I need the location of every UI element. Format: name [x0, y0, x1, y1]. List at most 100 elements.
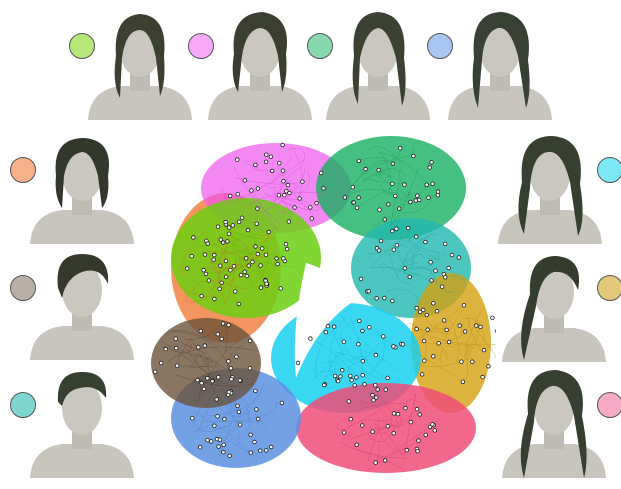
graph-node: [203, 344, 207, 348]
graph-node: [283, 193, 287, 197]
graph-node: [435, 310, 439, 314]
hair-bust-2: [200, 8, 320, 131]
graph-node: [248, 339, 252, 343]
graph-node: [250, 189, 254, 193]
graph-node: [269, 445, 273, 449]
graph-node: [212, 258, 216, 262]
graph-node: [229, 367, 233, 371]
graph-node: [310, 217, 314, 221]
graph-node: [405, 448, 409, 452]
graph-node: [368, 326, 372, 330]
graph-node: [185, 267, 189, 271]
graph-node: [463, 330, 467, 334]
graph-node: [191, 416, 195, 420]
graph-node: [229, 268, 233, 272]
graph-node: [228, 194, 232, 198]
graph-node: [349, 374, 353, 378]
graph-node: [237, 302, 241, 306]
graph-node: [286, 183, 290, 187]
graph-node: [223, 417, 227, 421]
graph-node: [445, 328, 449, 332]
graph-node: [429, 260, 433, 264]
graph-node: [436, 190, 440, 194]
graph-node: [433, 429, 437, 433]
graph-node: [363, 383, 367, 387]
graph-node: [276, 262, 280, 266]
graph-node: [293, 206, 297, 210]
graph-node: [253, 440, 257, 444]
graph-node: [282, 257, 286, 261]
graph-node: [378, 208, 382, 212]
graph-node: [281, 169, 285, 173]
graph-node: [197, 346, 201, 350]
graph-node: [249, 433, 253, 437]
graph-node: [408, 275, 412, 279]
graph-node: [357, 342, 361, 346]
graph-node: [220, 281, 224, 285]
hair-bust-8: [490, 132, 610, 255]
graph-node: [202, 268, 206, 272]
graph-node: [322, 187, 326, 191]
graph-node: [447, 340, 451, 344]
graph-node: [339, 375, 343, 379]
graph-node: [198, 445, 202, 449]
graph-node: [209, 440, 213, 444]
graph-node: [243, 179, 247, 183]
graph-node: [204, 272, 208, 276]
graph-node: [428, 166, 432, 170]
graph-node: [417, 439, 421, 443]
graph-node: [217, 375, 221, 379]
graph-node: [424, 433, 428, 437]
graph-node: [256, 207, 260, 211]
graph-node: [199, 329, 203, 333]
hair-bust-1: [80, 8, 200, 131]
graph-node: [447, 266, 451, 270]
graph-node: [374, 353, 378, 357]
graph-node: [342, 340, 346, 344]
graph-node: [235, 355, 239, 359]
graph-node: [496, 329, 497, 333]
graph-node: [218, 287, 222, 291]
hair-bust-6: [22, 248, 142, 371]
graph-node: [264, 253, 268, 257]
graph-node: [153, 370, 157, 374]
graph-node: [491, 316, 495, 320]
graph-node: [371, 393, 375, 397]
graph-node: [221, 322, 225, 326]
graph-node: [372, 398, 376, 402]
graph-node: [238, 379, 242, 383]
graph-node: [326, 324, 330, 328]
graph-node: [315, 201, 319, 205]
graph-node: [309, 337, 313, 341]
graph-node: [395, 243, 399, 247]
graph-node: [324, 330, 328, 334]
graph-node: [425, 313, 429, 317]
graph-node: [343, 196, 347, 200]
graph-node: [392, 345, 396, 349]
graph-node: [259, 286, 263, 290]
graph-node: [196, 378, 200, 382]
graph-node: [379, 239, 383, 243]
graph-node: [256, 417, 260, 421]
graph-node: [420, 373, 424, 377]
graph-node: [403, 267, 407, 271]
graph-node: [206, 438, 210, 442]
graph-node: [391, 299, 395, 303]
graph-node: [227, 226, 231, 230]
graph-node: [364, 167, 368, 171]
graph-node: [219, 238, 223, 242]
graph-node: [353, 384, 357, 388]
graph-node: [218, 264, 222, 268]
graph-node: [412, 154, 416, 158]
graph-node: [233, 290, 237, 294]
graph-node: [246, 228, 250, 232]
graph-node: [392, 432, 396, 436]
graph-node: [200, 294, 204, 298]
graph-node: [224, 220, 228, 224]
graph-node: [254, 245, 258, 249]
graph-node: [462, 304, 466, 308]
graph-node: [265, 282, 269, 286]
graph-node: [432, 302, 436, 306]
graph-node: [479, 325, 483, 329]
graph-node: [406, 226, 410, 230]
